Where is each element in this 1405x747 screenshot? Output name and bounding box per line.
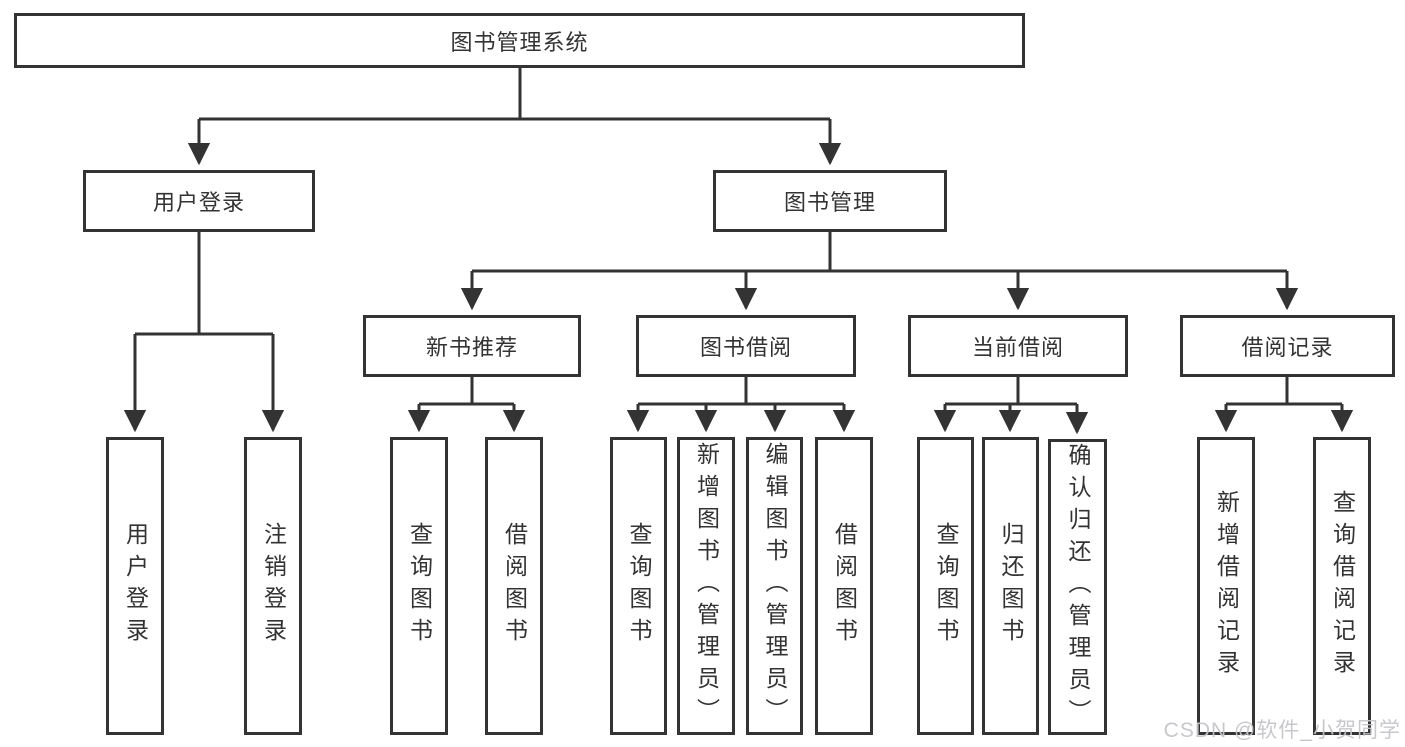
leaf-cb-return-books: 归还图书 [982,437,1039,735]
leaf-label: 借阅图书 [831,522,858,650]
leaf-label: 借阅图书 [501,522,528,650]
csdn-watermark: CSDN @软件_小贺同学 [1163,719,1401,742]
leaf-label: 查询图书 [406,522,433,650]
leaf-cb-query-books: 查询图书 [917,437,974,735]
node-user-login: 用户登录 [83,170,315,232]
node-root-system: 图书管理系统 [14,13,1025,68]
leaf-label: 注销登录 [260,522,287,650]
leaf-nb-query-books: 查询图书 [390,437,448,735]
leaf-label: 查询借阅记录 [1329,490,1356,682]
leaf-label: 查询图书 [933,522,959,650]
leaf-rec-query-record: 查询借阅记录 [1313,437,1371,735]
leaf-label: 用户登录 [122,522,149,650]
node-book-borrowing: 图书借阅 [636,315,856,377]
leaf-bb-edit-books-admin: 编辑图书（管理员） [746,437,803,735]
node-borrow-records: 借阅记录 [1180,315,1395,377]
leaf-bb-query-books: 查询图书 [610,437,667,735]
leaf-label: 确认归还（管理员） [1065,443,1091,731]
node-book-management: 图书管理 [713,170,947,232]
leaf-label: 新增图书（管理员） [693,442,720,730]
leaf-bb-add-books-admin: 新增图书（管理员） [677,437,735,735]
node-new-book-recommend: 新书推荐 [363,315,581,377]
leaf-label: 归还图书 [998,522,1024,650]
leaf-label: 查询图书 [626,522,652,650]
leaf-user-login: 用户登录 [106,437,164,735]
leaf-bb-borrow-books: 借阅图书 [815,437,873,735]
leaf-logout: 注销登录 [244,437,302,735]
node-current-borrowing: 当前借阅 [908,315,1128,377]
leaf-cb-confirm-return-admin: 确认归还（管理员） [1048,439,1107,735]
leaf-label: 编辑图书（管理员） [762,442,788,730]
leaf-rec-add-record: 新增借阅记录 [1197,437,1255,735]
leaf-label: 新增借阅记录 [1213,490,1240,682]
leaf-nb-borrow-books: 借阅图书 [485,437,543,735]
